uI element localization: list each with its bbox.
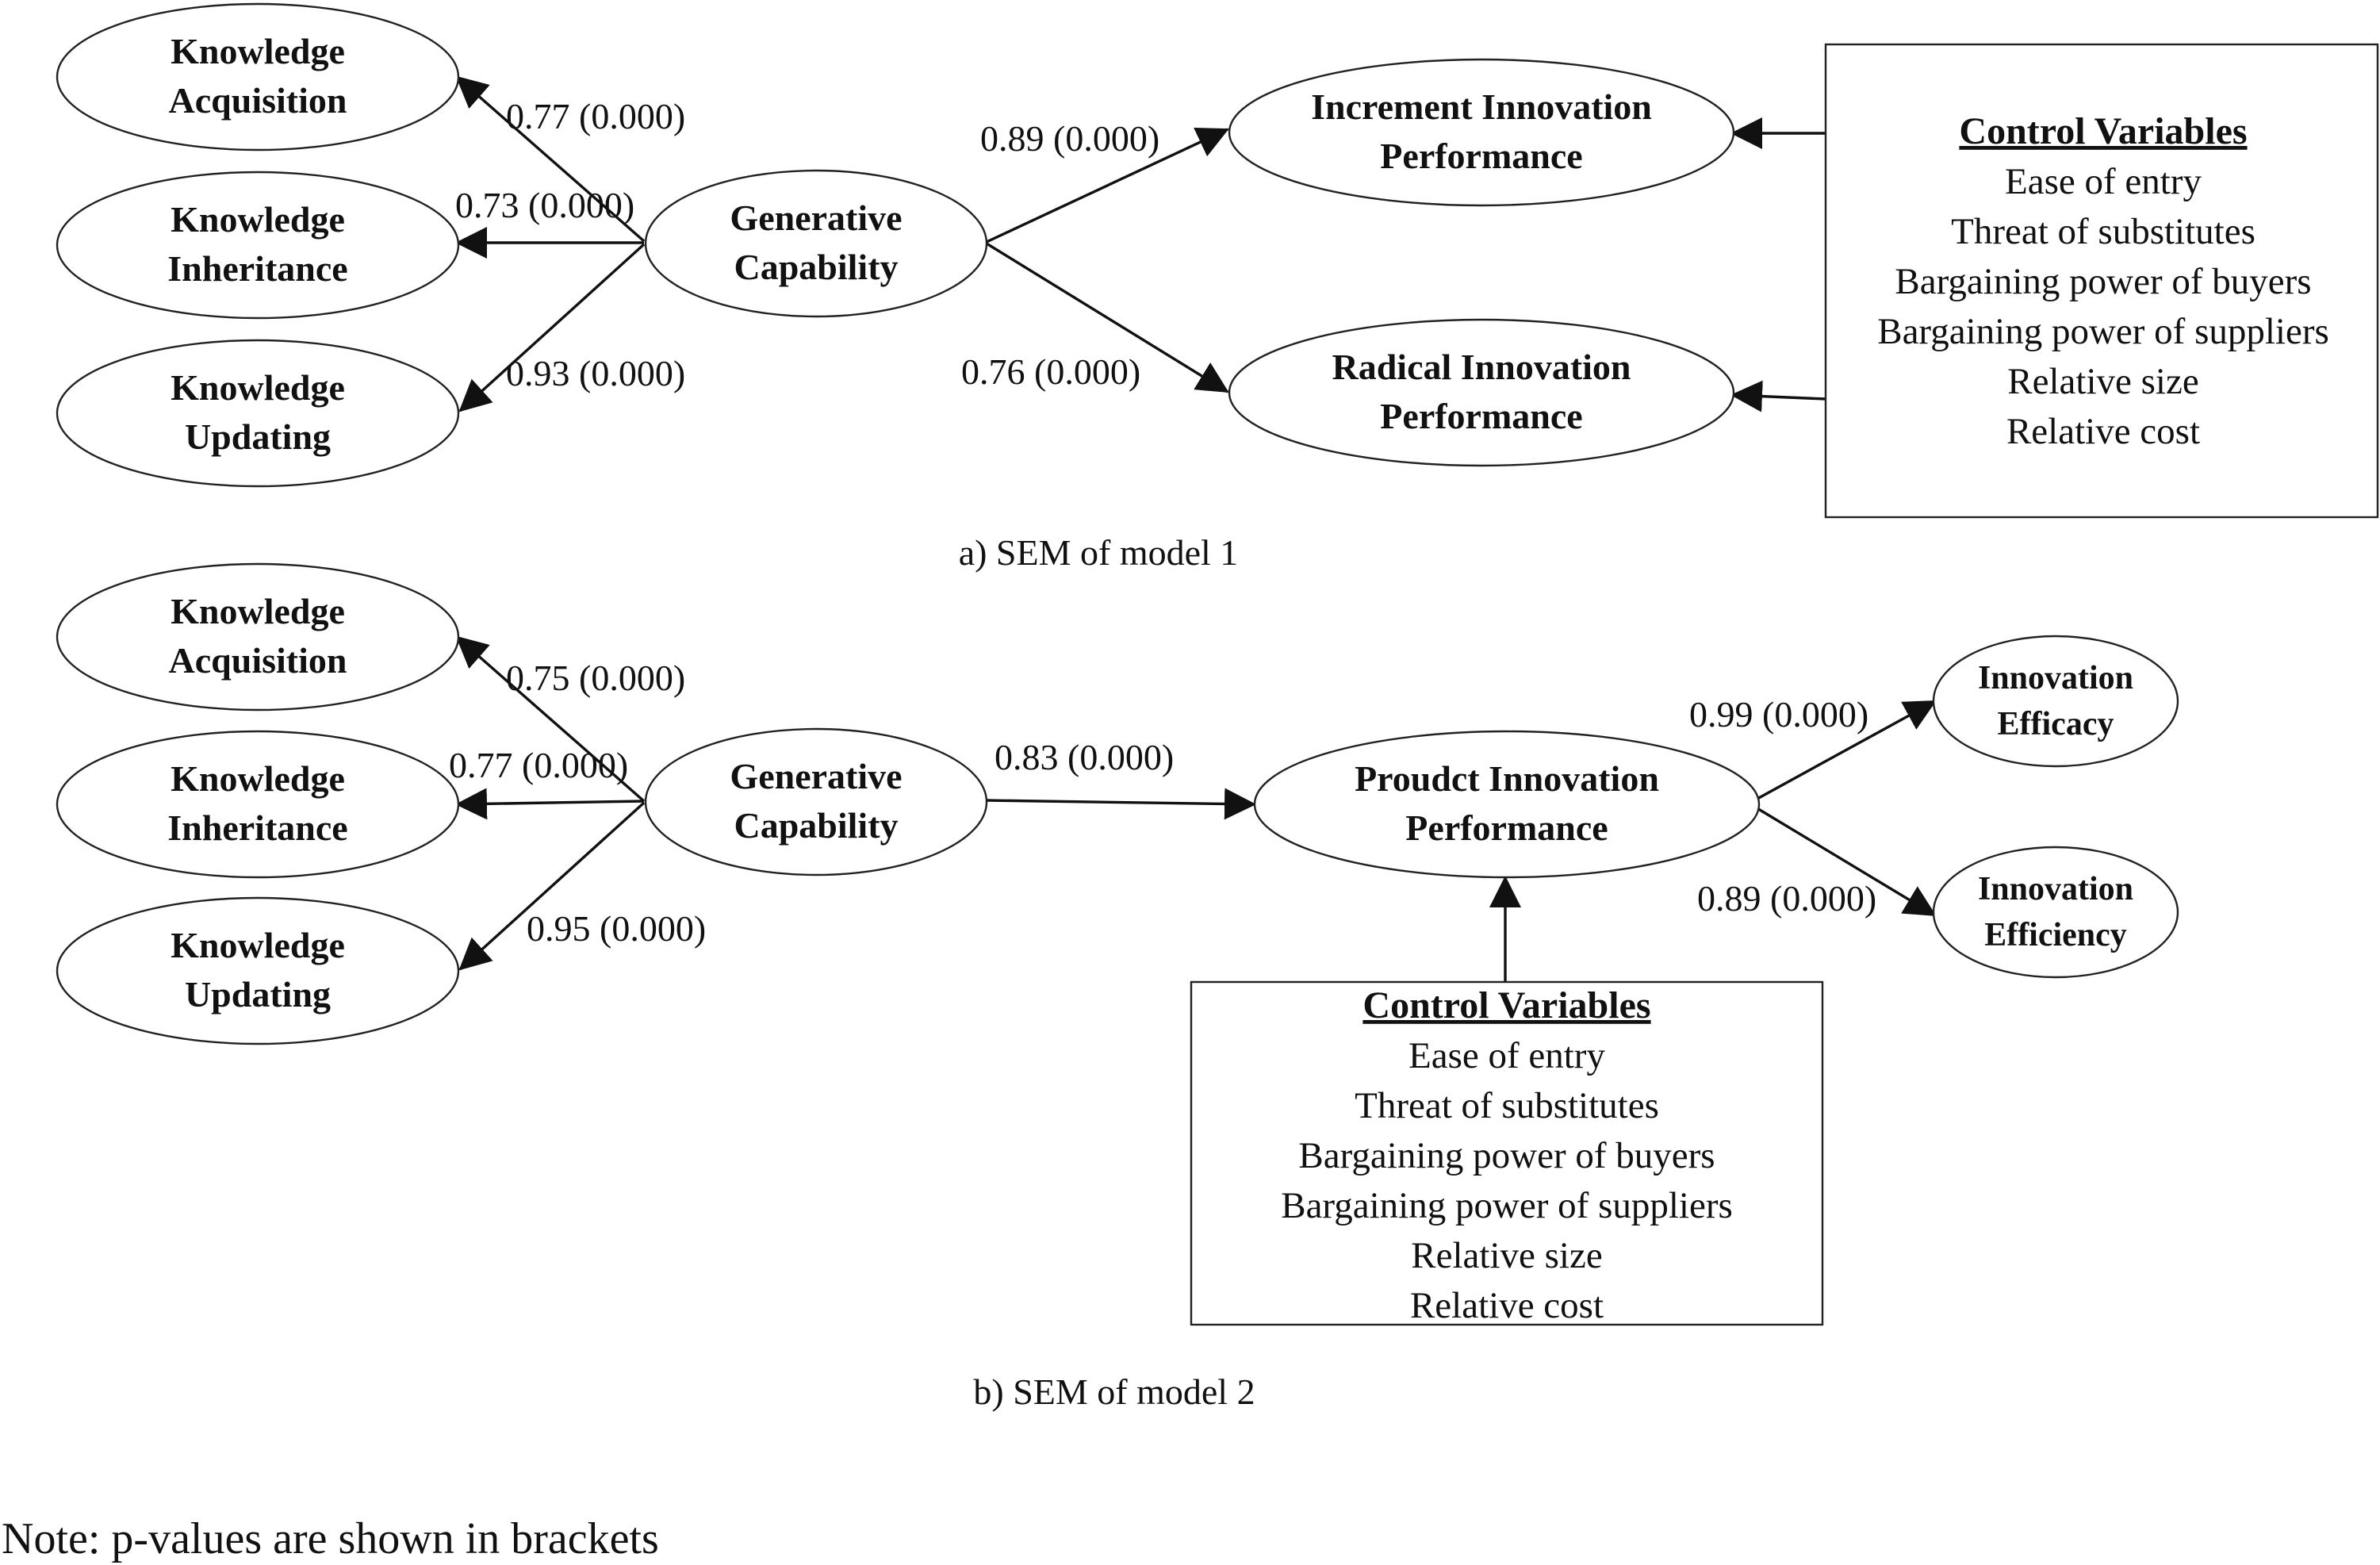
m1-knowledge-inheritance-line2: Inheritance [167,248,347,289]
m2-label-product-efficacy: 0.99 (0.000) [1689,694,1868,735]
m2-edge-product-efficacy [1755,700,1937,801]
m1-node-knowledge-acquisition: Knowledge Acquisition [56,2,460,152]
model1-group: Knowledge Acquisition Knowledge Inherita… [56,2,2379,573]
m1-knowledge-acquisition-line2: Acquisition [169,80,347,121]
m1-edge-control-radical [1730,380,1826,412]
m1-knowledge-updating-line1: Knowledge [171,367,345,408]
m1-control-item: Ease of entry [2005,161,2202,202]
m1-knowledge-updating-line2: Updating [185,416,331,457]
m2-generative-capability-line1: Generative [730,756,902,796]
m2-node-innovation-efficacy: Innovation Efficacy [1932,635,2179,768]
m2-knowledge-inheritance-line2: Inheritance [167,807,347,848]
m1-knowledge-inheritance-line1: Knowledge [171,199,345,240]
m2-edge-gc-product [986,788,1256,820]
m1-control-item: Relative size [2007,361,2198,402]
m1-control-item: Bargaining power of buyers [1895,261,2311,302]
m2-control-variables-box: Control Variables Ease of entry Threat o… [1190,980,1824,1326]
m1-increment-performance-line2: Performance [1380,136,1582,176]
m1-knowledge-acquisition-line1: Knowledge [171,31,345,71]
m2-caption: b) SEM of model 2 [973,1371,1255,1412]
m1-increment-performance-line1: Increment Innovation [1311,86,1652,127]
m1-edge-gc-acquisition [455,75,646,243]
m1-generative-capability-line1: Generative [730,198,902,238]
m2-node-product-innovation-performance: Proudct Innovation Performance [1253,730,1761,879]
m1-control-item: Bargaining power of suppliers [1877,311,2329,352]
m2-label-product-efficiency: 0.89 (0.000) [1697,878,1876,919]
m2-control-item: Bargaining power of buyers [1298,1135,1715,1176]
m2-knowledge-acquisition-line2: Acquisition [169,640,347,681]
m1-node-increment-innovation-performance: Increment Innovation Performance [1228,58,1735,207]
m2-edge-gc-updating [458,801,646,971]
m2-control-item: Relative size [1411,1235,1602,1276]
m2-label-gc-updating: 0.95 (0.000) [527,908,706,949]
m2-label-gc-inheritance: 0.77 (0.000) [449,745,628,785]
m1-edge-gc-radical [986,242,1229,393]
m2-node-innovation-efficiency: Innovation Efficiency [1932,846,2179,979]
m1-node-knowledge-inheritance: Knowledge Inheritance [56,171,460,320]
m1-control-item: Threat of substitutes [1951,211,2255,252]
m2-generative-capability-line2: Capability [734,805,898,846]
m1-node-radical-innovation-performance: Radical Innovation Performance [1228,318,1735,467]
m1-label-gc-acquisition: 0.77 (0.000) [506,96,685,136]
m1-label-gc-inheritance: 0.73 (0.000) [455,185,634,225]
m2-label-gc-product: 0.83 (0.000) [995,737,1174,777]
m2-innovation-efficiency-line1: Innovation [1978,871,2133,907]
m1-radical-performance-line2: Performance [1380,396,1582,436]
m1-caption: a) SEM of model 1 [959,532,1239,573]
model2-group: Knowledge Acquisition Knowledge Inherita… [56,562,2179,1412]
m2-edge-gc-acquisition [455,635,646,803]
m1-edge-gc-increment [986,127,1229,244]
m2-control-item: Relative cost [1410,1285,1604,1326]
m1-control-variables-title: Control Variables [1959,110,2247,152]
m2-knowledge-inheritance-line1: Knowledge [171,758,345,799]
m1-label-gc-updating: 0.93 (0.000) [506,353,685,393]
m2-control-variables-title: Control Variables [1362,984,1650,1026]
m2-innovation-efficacy-line1: Innovation [1978,660,2133,696]
m2-edge-product-efficiency [1755,806,1937,917]
m2-product-performance-line1: Proudct Innovation [1355,758,1659,799]
m2-node-knowledge-inheritance: Knowledge Inheritance [56,730,460,879]
m2-node-generative-capability: Generative Capability [644,727,988,876]
m2-innovation-efficacy-line2: Efficacy [1998,706,2114,742]
m2-innovation-efficiency-line2: Efficiency [1984,917,2127,953]
m2-knowledge-updating-line2: Updating [185,974,331,1015]
m1-node-knowledge-updating: Knowledge Updating [56,339,460,488]
m1-label-gc-increment: 0.89 (0.000) [980,118,1159,159]
m2-node-knowledge-acquisition: Knowledge Acquisition [56,562,460,712]
m1-generative-capability-line2: Capability [734,247,898,287]
m1-label-gc-radical: 0.76 (0.000) [961,351,1140,392]
footnote: Note: p-values are shown in brackets [2,1514,659,1563]
m2-knowledge-updating-line1: Knowledge [171,925,345,965]
m2-knowledge-acquisition-line1: Knowledge [171,591,345,631]
m1-control-variables-box: Control Variables Ease of entry Threat o… [1824,43,2379,519]
m2-control-item: Bargaining power of suppliers [1281,1185,1733,1226]
m2-node-knowledge-updating: Knowledge Updating [56,896,460,1045]
m1-control-item: Relative cost [2006,411,2200,452]
m2-edge-gc-inheritance [455,788,645,820]
m2-product-performance-line2: Performance [1405,807,1608,848]
m1-node-generative-capability: Generative Capability [644,169,988,318]
m2-label-gc-acquisition: 0.75 (0.000) [506,658,685,698]
m2-control-item: Threat of substitutes [1355,1085,1659,1126]
m1-edge-gc-updating [458,243,646,412]
m1-radical-performance-line1: Radical Innovation [1332,347,1631,387]
m2-control-item: Ease of entry [1408,1035,1605,1076]
